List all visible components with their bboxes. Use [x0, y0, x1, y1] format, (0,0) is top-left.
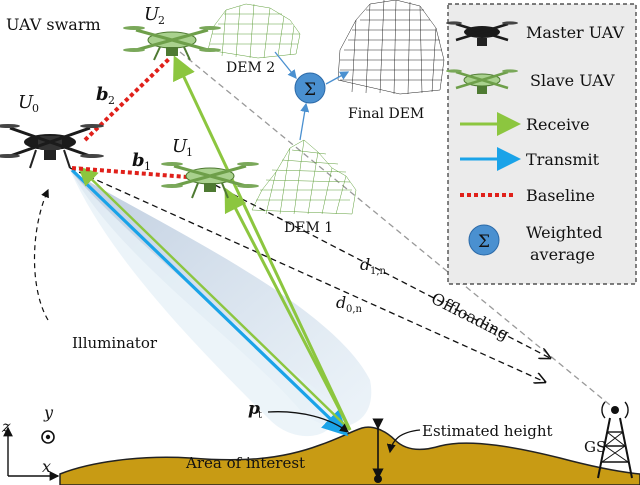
dem-2-label: DEM 2 — [226, 60, 275, 76]
illuminator-pointer — [33, 188, 49, 321]
baseline-b1 — [71, 166, 201, 180]
uav-u0-master-icon — [0, 124, 104, 169]
radar-beam-inner — [70, 170, 335, 437]
dem-2-mesh — [207, 3, 301, 59]
legend: Σ Master UAV Slave UAV Receive Transmit … — [446, 3, 637, 285]
axis-z-label: z — [1, 417, 11, 436]
y-axis-out-of-page-icon — [41, 430, 55, 444]
b2-sub: 2 — [108, 94, 115, 107]
coordinate-axes — [3, 426, 60, 481]
legend-sigma-symbol: Σ — [478, 232, 490, 252]
axis-y-label: y — [43, 403, 54, 422]
estimated-height-pointer — [386, 429, 421, 454]
target-point — [374, 475, 382, 483]
offloading-label: Offloading — [428, 289, 512, 344]
u2-sub: 2 — [158, 14, 165, 27]
legend-receive-label: Receive — [526, 115, 590, 134]
u1-sub: 1 — [186, 146, 193, 159]
dem-1-label: DEM 1 — [284, 220, 333, 236]
weighted-average-node — [294, 72, 326, 104]
estimated-height-label: Estimated height — [422, 422, 553, 440]
legend-transmit-label: Transmit — [526, 150, 600, 169]
legend-weighted-label: Weighted — [526, 223, 602, 242]
legend-master-label: Master UAV — [526, 23, 625, 42]
u2-label: U — [144, 4, 160, 25]
terrain — [59, 426, 640, 485]
illuminator-label: Illuminator — [72, 334, 158, 352]
uav-u1-slave-icon — [161, 162, 259, 199]
final-dem-label: Final DEM — [348, 106, 424, 122]
pt-sub: t — [258, 410, 262, 421]
legend-average-label: average — [530, 245, 595, 264]
receive-ray-u1 — [224, 187, 352, 431]
dem-1-mesh — [251, 139, 357, 215]
receive-ray-u0 — [78, 166, 351, 431]
baseline-b2 — [83, 56, 172, 142]
gs-label: GS — [584, 438, 606, 456]
b2-label: b — [96, 84, 109, 105]
radar-beam-outer — [70, 170, 372, 427]
d0n-sub: 0,n — [346, 304, 363, 315]
u0-label: U — [18, 92, 34, 113]
area-of-interest-label: Area of interest — [185, 454, 305, 472]
u1-label: U — [172, 136, 188, 157]
legend-baseline-label: Baseline — [526, 186, 595, 205]
legend-slave-uav-icon — [446, 69, 518, 94]
pt-pointer — [267, 411, 350, 433]
d1n-label: d — [360, 255, 370, 274]
legend-slave-label: Slave UAV — [530, 71, 615, 90]
receive-ray-u2 — [173, 55, 352, 431]
offload-link-d0n — [69, 167, 545, 382]
sigma-symbol: Σ — [304, 80, 316, 100]
u0-sub: 0 — [32, 102, 39, 115]
uav-u2-slave-icon — [123, 26, 221, 61]
axis-x-label: x — [42, 457, 51, 476]
offload-link-u2 — [179, 51, 611, 406]
b1-label: b — [132, 150, 145, 171]
final-dem-mesh — [337, 0, 445, 95]
d1n-sub: 1,n — [370, 266, 387, 277]
ground-station-tower — [597, 401, 633, 479]
pt-label: p — [248, 399, 260, 419]
legend-sigma-icon — [468, 224, 500, 256]
offload-link-d1n — [214, 184, 550, 358]
transmit-ray — [70, 168, 349, 437]
d0n-label: d — [336, 293, 346, 312]
legend-master-uav-icon — [446, 21, 518, 46]
swarm-title: UAV swarm — [6, 15, 101, 34]
b1-sub: 1 — [144, 160, 151, 173]
